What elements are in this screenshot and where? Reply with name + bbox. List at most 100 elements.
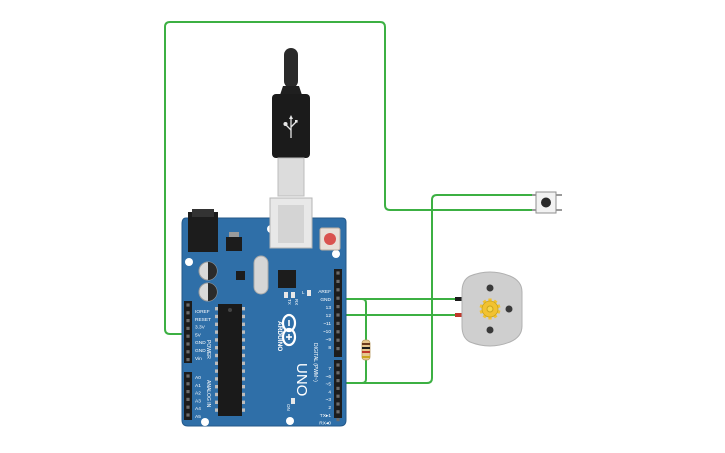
chip-pin [242,346,245,350]
header-pin-hole[interactable] [336,386,340,390]
header-pin-hole[interactable] [186,405,190,409]
analog-pin-label: A1 [195,383,201,389]
motor-hole [486,326,494,334]
chip-pin [215,314,218,319]
analog-header [184,372,192,420]
header-pin-hole[interactable] [336,402,340,406]
header-pin-hole[interactable] [336,271,340,275]
analog-pin-label: A5 [195,414,201,420]
chip-pin [242,369,245,373]
header-pin-hole[interactable] [186,350,190,354]
resistor[interactable] [361,339,371,361]
digital-pin-label: 8 [328,345,331,351]
digital-pin-label: 12 [326,313,332,319]
digital-pin-label: 4 [328,389,331,395]
chip-pin [215,385,218,389]
usb-interface-chip [278,270,296,288]
l-led [307,290,311,296]
digital-pin-label: GND [320,297,331,303]
usb-cable-cord [284,48,298,88]
wire-5v-to-button[interactable] [164,21,537,335]
chip-pin [242,353,245,358]
arduino-uno-board[interactable]: TX RX L ARDUINO UNO ON [181,197,347,427]
model-label: UNO [293,363,310,396]
header-pin-hole[interactable] [186,319,190,323]
usb-cable[interactable] [272,48,310,197]
crystal-oscillator [253,255,269,295]
header-pin-hole[interactable] [336,363,340,367]
header-pin-hole[interactable] [336,410,340,414]
header-pin-hole[interactable] [336,321,340,325]
header-pin-hole[interactable] [336,347,340,351]
motor-hole [505,305,513,313]
digital-pin-label: 2 [328,405,331,411]
digital-pin-label: TX▸1 [320,413,332,419]
header-pin-hole[interactable] [336,379,340,383]
small-chip [236,271,245,280]
chip-pin [242,400,245,404]
atmega-chip [215,304,245,416]
header-pin-hole[interactable] [186,334,190,338]
chip-pin [215,346,218,350]
header-pin-hole[interactable] [336,305,340,309]
resistor-band [362,343,370,345]
chip-pin [242,408,245,412]
header-pin-hole[interactable] [336,371,340,375]
header-pin-hole[interactable] [336,394,340,398]
wire-gnd-to-resistor[interactable] [342,298,367,340]
header-pin-hole[interactable] [186,397,190,401]
resistor-band [362,347,370,349]
header-pin-hole[interactable] [186,342,190,346]
header-pin-hole[interactable] [186,303,190,307]
digital-pin-label: ~3 [326,397,332,403]
pushbutton[interactable] [532,191,562,214]
chip-pin [215,392,218,397]
power-pin-label: GND [195,340,206,346]
digital-pin-label: ~10 [323,329,331,335]
power-pin-label: 5V [195,332,202,338]
usb-plug-metal [277,157,305,197]
wire-button-to-pin4[interactable] [342,194,557,384]
header-pin-hole[interactable] [336,288,340,292]
header-pin-hole[interactable] [336,296,340,300]
analog-pin-label: A2 [195,391,201,397]
chip-pin [215,330,218,334]
power-pin-label: IOREF [195,309,210,315]
power-pin-label: 3.3V [195,325,206,331]
header-pin-hole[interactable] [336,313,340,317]
chip-pin [215,307,218,311]
usb-b-jack-inner [278,205,304,243]
chip-pin [215,338,218,342]
header-pin-hole[interactable] [186,311,190,315]
header-pin-hole[interactable] [186,358,190,362]
chip-pin [215,361,218,365]
arduino-logo-icon [281,313,297,347]
header-pin-hole[interactable] [186,390,190,394]
capacitor-mark [208,262,217,280]
digital-pin-label: ~6 [326,374,332,380]
header-pin-hole[interactable] [186,326,190,330]
mount-hole [286,417,294,425]
dc-motor[interactable] [455,271,523,347]
digital-pin-label: RX◂0 [319,421,331,427]
header-pin-hole[interactable] [336,330,340,334]
dc-power-jack [188,212,218,252]
motor-shaft [486,305,494,313]
header-pin-hole[interactable] [336,418,340,422]
header-pin-hole[interactable] [186,382,190,386]
header-pin-hole[interactable] [186,413,190,417]
digital-pin-label: 13 [326,305,332,311]
header-pin-hole[interactable] [336,279,340,283]
pushbutton-cap [541,197,551,208]
motor-hole [486,284,494,292]
header-pin-hole[interactable] [186,374,190,378]
power-pin-label: GND [195,348,206,354]
digital-pin-label: ~5 [326,382,332,388]
wire-resistor-to-pin4[interactable] [342,360,367,384]
usb-icon [283,115,298,138]
header-pin-hole[interactable] [336,338,340,342]
motor-lead-black [455,297,463,301]
chip-pin [242,361,245,365]
resistor-band [362,356,370,358]
